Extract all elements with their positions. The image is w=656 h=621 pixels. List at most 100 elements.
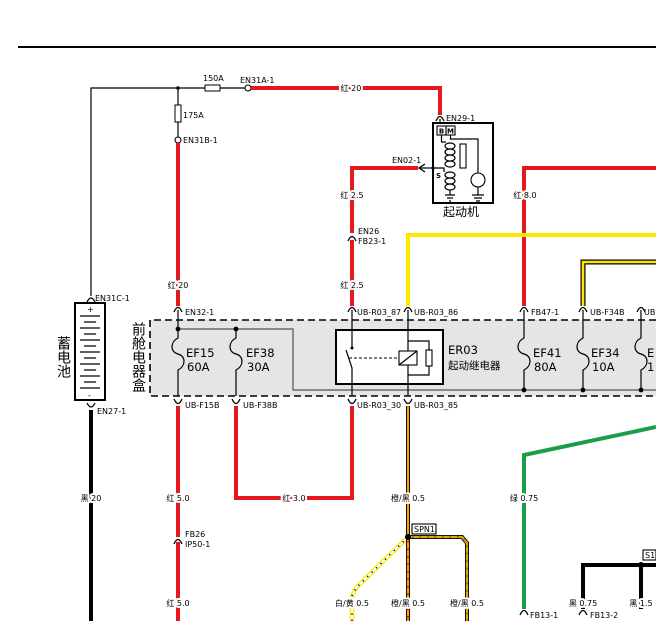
junction-dot [580,387,586,393]
connector-ub-r03-85-symbol [403,398,413,405]
splice-spn1-label: SPN1 [414,525,435,534]
wire-label-black-20: 黑 20 [81,494,102,503]
starter-motor-icon [470,172,486,188]
main-fuse-175a [174,104,182,123]
splice-spn1-box [411,523,437,535]
connector-fb13-2-label: FB13-2 [590,611,618,620]
splice-s1-label: S1 [645,551,655,560]
fuse-ef34-icon [576,310,590,390]
starter-terminal-m-label: M [447,128,454,136]
connector-ub-f34b-label: UB-F34B [590,308,625,317]
wire-red-8-0 [522,166,656,306]
wire-orange-black-right-outline [408,535,469,621]
fuse-ef38-icon [229,329,243,396]
connector-en26-label: EN26 [358,227,379,236]
fusebox-outline [149,319,656,397]
splice-s1-dot [638,562,644,568]
wire-label-top-red: 红 20 [341,83,362,93]
battery-feed-wire [90,87,205,296]
relay-resistor-icon [425,349,433,367]
connector-ub-f34b-symbol [578,306,588,313]
relay-contact-dot [350,346,354,350]
fuse-ef41-rating: 80A [534,360,557,374]
wire-label-black-1-5: 黑 1.5 [629,599,652,608]
fuse-ef15-id: EF15 [186,346,215,360]
battery-plus-label: + [87,305,94,314]
starter-internal-wiring [433,135,479,173]
relay-name: 起动继电器 [448,359,501,372]
connector-fb13-1-symbol [519,609,529,616]
connector-fb13-2-symbol [578,609,588,616]
starter-terminal-s-label: S [436,172,441,180]
starter-terminal-s-dot [431,166,435,170]
fuse-partial-id: E [647,346,654,360]
connector-en31b-1-label: EN31B-1 [183,136,218,145]
wire-label-orange-black: 橙/黑 0.5 [391,493,425,503]
connector-fb23-1-label: FB23-1 [358,237,386,246]
wire-yellow-black-core [581,260,656,306]
main-fuse-150a-label: 150A [203,74,224,83]
wire-label-s-red-lower: 红 2.5 [340,280,363,290]
connector-en02-1-symbol [417,163,426,173]
fuse-ef34-id: EF34 [591,346,620,360]
fuse-ef41-icon [517,310,531,390]
wire-white-yellow-outline [349,535,410,621]
main-fuse-175a-label: 175A [183,111,204,120]
wire-label-green: 绿 0.75 [510,494,538,503]
wire-black-0-75 [581,563,656,609]
starter-coil-icon [444,142,456,191]
wire-label-red-5-0-upper: 红 5.0 [166,493,189,503]
junction-dot [638,387,644,393]
terminal-en31a-1 [244,84,252,92]
ground-icon [472,187,484,202]
connector-ub-r03-86-symbol [403,306,413,313]
starter-motor: B M S [431,122,494,204]
connector-ub-partial-symbol [636,306,646,313]
connector-ub-r03-87-symbol [347,306,357,313]
fuse-ef41-id: EF41 [533,346,562,360]
fuse-ef15-icon [171,310,185,396]
wire-red-20-top [251,86,442,115]
connector-en32-1-symbol [173,306,183,313]
fuse-ef38-id: EF38 [246,346,275,360]
connector-en02-1-label: EN02-1 [392,156,421,165]
connector-ub-r03-86-label: UB-R03_86 [414,308,458,317]
wire-label-black-0-75: 黑 0.75 [569,599,597,608]
wire-yellow-black-outline [580,259,656,306]
connector-fb47-1-label: FB47-1 [531,308,559,317]
battery-cells-icon [80,315,100,389]
connector-fb47-1-symbol [519,306,529,313]
connector-ub-f15b-symbol [173,398,183,405]
wire-label-orange-black-right: 橙/黑 0.5 [450,598,484,608]
wire-green-0-75 [522,425,656,609]
wire-yellow [406,233,656,306]
fuse-ef15-rating: 60A [187,360,210,374]
relay-id: ER03 [448,343,478,357]
wire-label-s-red-upper: 红 2.5 [340,190,363,200]
connector-fb26-label: FB26 [185,530,205,539]
battery: + - [74,302,106,401]
connector-ub-f38b-symbol [231,398,241,405]
relay-switch-icon [345,330,353,384]
wire-label-white-yellow: 白/黄 0.5 [335,598,369,608]
connector-ub-f38b-label: UB-F38B [243,401,278,410]
junction-dot [233,326,239,332]
starter-terminal-b-label: B [439,128,444,136]
connector-ub-r03-30-symbol [347,398,357,405]
connector-ip50-1-label: IP50-1 [185,540,210,549]
connector-ub-r03-30-label: UB-R03_30 [357,401,401,410]
connector-en27-1-label: EN27-1 [97,407,126,416]
connector-ub-partial-label: UB [644,308,655,317]
fuse-ef38-rating: 30A [247,360,270,374]
splice-s1-box [642,549,656,561]
junction-dot [175,326,181,332]
wire-label-left-red: 红 20 [168,280,189,290]
battery-label: 蓄电池 [55,336,71,378]
battery-minus-label: - [88,391,91,400]
splice-spn1-dot [405,534,411,540]
fuse-partial-rating: 1 [647,360,654,374]
wire-label-red-3-0: 红 3.0 [282,493,305,503]
wire-orange-black-right-dots [412,536,468,621]
wire-red-2-5-upper [350,166,418,233]
wire-label-red-5-0-lower: 红 5.0 [166,598,189,608]
